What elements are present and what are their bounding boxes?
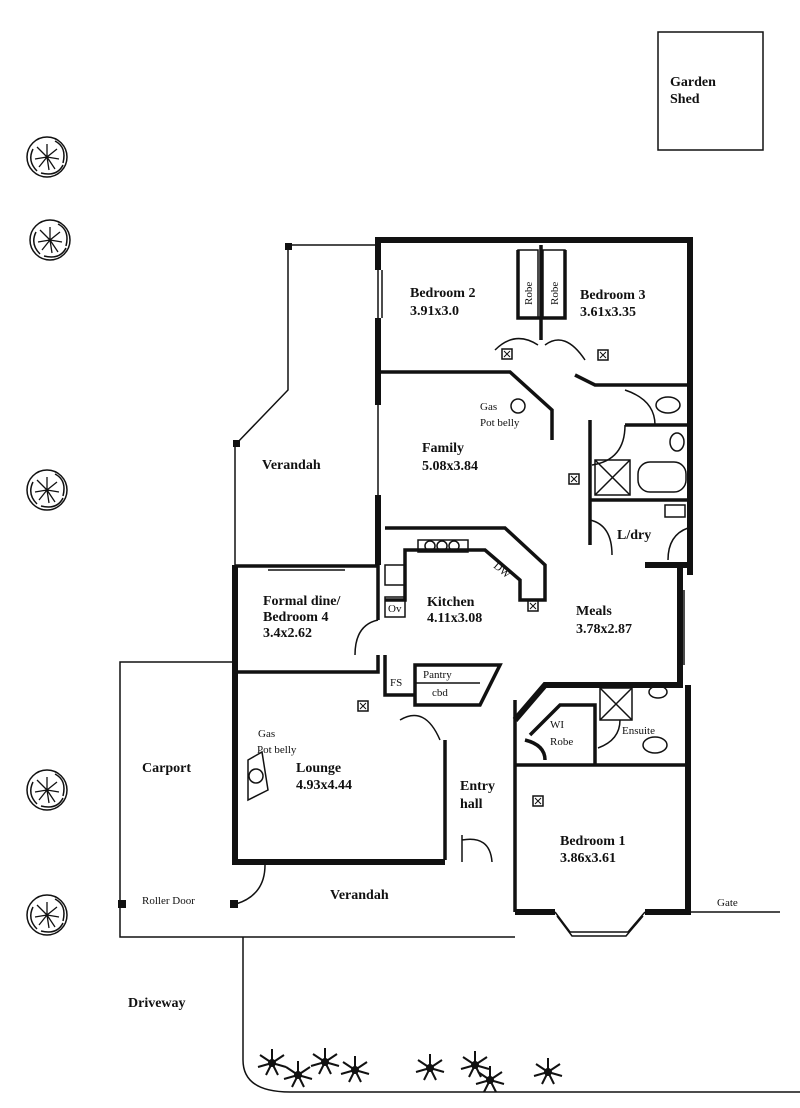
tree-icon bbox=[26, 894, 68, 936]
fridge-space-label: FS bbox=[390, 677, 402, 689]
tree-icon bbox=[26, 469, 68, 511]
gas-label: Gas bbox=[480, 401, 497, 413]
pantry-label: Pantry bbox=[423, 669, 452, 681]
kitchen-name: Kitchen bbox=[427, 595, 475, 610]
dishwasher-label: DW bbox=[491, 560, 513, 581]
carport-label: Carport bbox=[142, 761, 191, 776]
wi-label: WI bbox=[550, 719, 564, 731]
bedroom1-size: 3.86x3.61 bbox=[560, 851, 616, 866]
gate-label: Gate bbox=[717, 897, 738, 909]
meals-size: 3.78x2.87 bbox=[576, 622, 632, 637]
bedroom1-name: Bedroom 1 bbox=[560, 834, 625, 849]
verandah-front-label: Verandah bbox=[330, 888, 389, 903]
shed-label: Shed bbox=[670, 92, 700, 107]
tree-icon bbox=[29, 219, 71, 261]
family-size: 5.08x3.84 bbox=[422, 459, 478, 474]
robe-label: Robe bbox=[549, 282, 561, 305]
cupboard-label: cbd bbox=[432, 687, 448, 699]
tree-icon bbox=[26, 769, 68, 811]
meals-name: Meals bbox=[576, 604, 612, 619]
carport-outline bbox=[119, 661, 515, 938]
side-verandah-outline bbox=[234, 244, 375, 565]
verandah-side-label: Verandah bbox=[262, 458, 321, 473]
driveway-edge bbox=[242, 937, 800, 1093]
formal-dine-name: Bedroom 4 bbox=[263, 610, 328, 625]
formal-dine-name: Formal dine/ bbox=[263, 594, 341, 609]
oven-label: Ov bbox=[388, 603, 402, 615]
robe-label: Robe bbox=[523, 282, 535, 305]
entry-hall-label: Entry bbox=[460, 779, 495, 794]
formal-dine-size: 3.4x2.62 bbox=[263, 626, 312, 641]
tree-icon bbox=[26, 136, 68, 178]
kitchen-size: 4.11x3.08 bbox=[427, 611, 482, 626]
driveway-label: Driveway bbox=[128, 996, 186, 1011]
family-name: Family bbox=[422, 441, 464, 456]
bedroom2-name: Bedroom 2 bbox=[410, 286, 475, 301]
shed-label: Garden bbox=[670, 75, 716, 90]
bedroom3-name: Bedroom 3 bbox=[580, 288, 645, 303]
lounge-name: Lounge bbox=[296, 761, 341, 776]
pot-belly-label: Pot belly bbox=[480, 417, 520, 429]
bedroom3-size: 3.61x3.35 bbox=[580, 305, 636, 320]
entry-hall-label: hall bbox=[460, 797, 483, 812]
ensuite-label: Ensuite bbox=[622, 725, 655, 737]
laundry-label: L/dry bbox=[617, 528, 651, 543]
garden-shed bbox=[657, 31, 764, 151]
pot-belly-label: Pot belly bbox=[257, 744, 297, 756]
roller-door-label: Roller Door bbox=[142, 895, 195, 907]
gas-label: Gas bbox=[258, 728, 275, 740]
bedroom2-size: 3.91x3.0 bbox=[410, 304, 459, 319]
lounge-size: 4.93x4.44 bbox=[296, 778, 352, 793]
wi-robe-label: Robe bbox=[550, 736, 573, 748]
